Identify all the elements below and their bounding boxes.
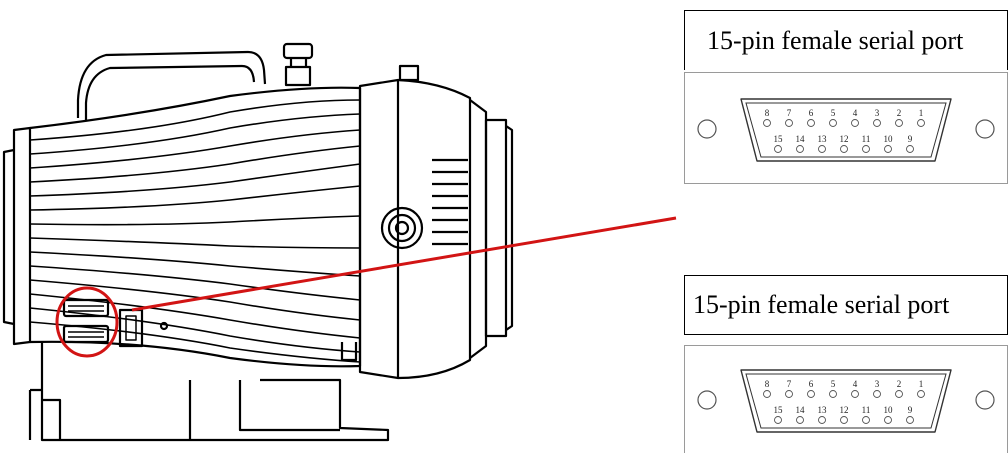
- pin-label: 7: [787, 379, 792, 389]
- pin-label: 1: [919, 108, 924, 118]
- vacuum-pump-drawing-icon: [2, 42, 514, 442]
- pin-label: 15: [774, 405, 784, 415]
- connector-panel-top: 8 7 6 5 4 3 2 1 15 14 13 12 11 10 9: [684, 72, 1008, 184]
- pin-label: 11: [862, 134, 871, 144]
- label-top: 15-pin female serial port: [684, 10, 1008, 70]
- pin-label: 3: [875, 379, 880, 389]
- pin-label: 13: [818, 405, 828, 415]
- db15-connector-icon: 8 7 6 5 4 3 2 1 15 14 13 12 11 10 9: [697, 98, 995, 162]
- port-highlight-circle: [55, 286, 119, 358]
- pin-label: 9: [908, 134, 913, 144]
- pin-label: 2: [897, 108, 902, 118]
- pin-label: 3: [875, 108, 880, 118]
- pin-label: 9: [908, 405, 913, 415]
- pin-label: 8: [765, 108, 770, 118]
- pin-label: 5: [831, 379, 836, 389]
- pin-label: 10: [884, 134, 894, 144]
- pin-label: 12: [840, 134, 849, 144]
- pin-label: 6: [809, 108, 814, 118]
- pin-label: 2: [897, 379, 902, 389]
- pin-label: 6: [809, 379, 814, 389]
- pin-label: 11: [862, 405, 871, 415]
- db15-connector-icon: 8 7 6 5 4 3 2 1 15 14 13 12 11 10 9: [697, 369, 995, 433]
- pin-label: 10: [884, 405, 894, 415]
- label-bottom: 15-pin female serial port: [684, 275, 1008, 335]
- connector-panel-bottom: 8 7 6 5 4 3 2 1 15 14 13 12 11 10 9: [684, 345, 1008, 453]
- pin-label: 13: [818, 134, 828, 144]
- pin-label: 4: [853, 379, 858, 389]
- pin-label: 1: [919, 379, 924, 389]
- pin-label: 5: [831, 108, 836, 118]
- pin-label: 14: [796, 405, 806, 415]
- pin-label: 12: [840, 405, 849, 415]
- pin-label: 4: [853, 108, 858, 118]
- pin-label: 15: [774, 134, 784, 144]
- pin-label: 7: [787, 108, 792, 118]
- pin-label: 8: [765, 379, 770, 389]
- pin-label: 14: [796, 134, 806, 144]
